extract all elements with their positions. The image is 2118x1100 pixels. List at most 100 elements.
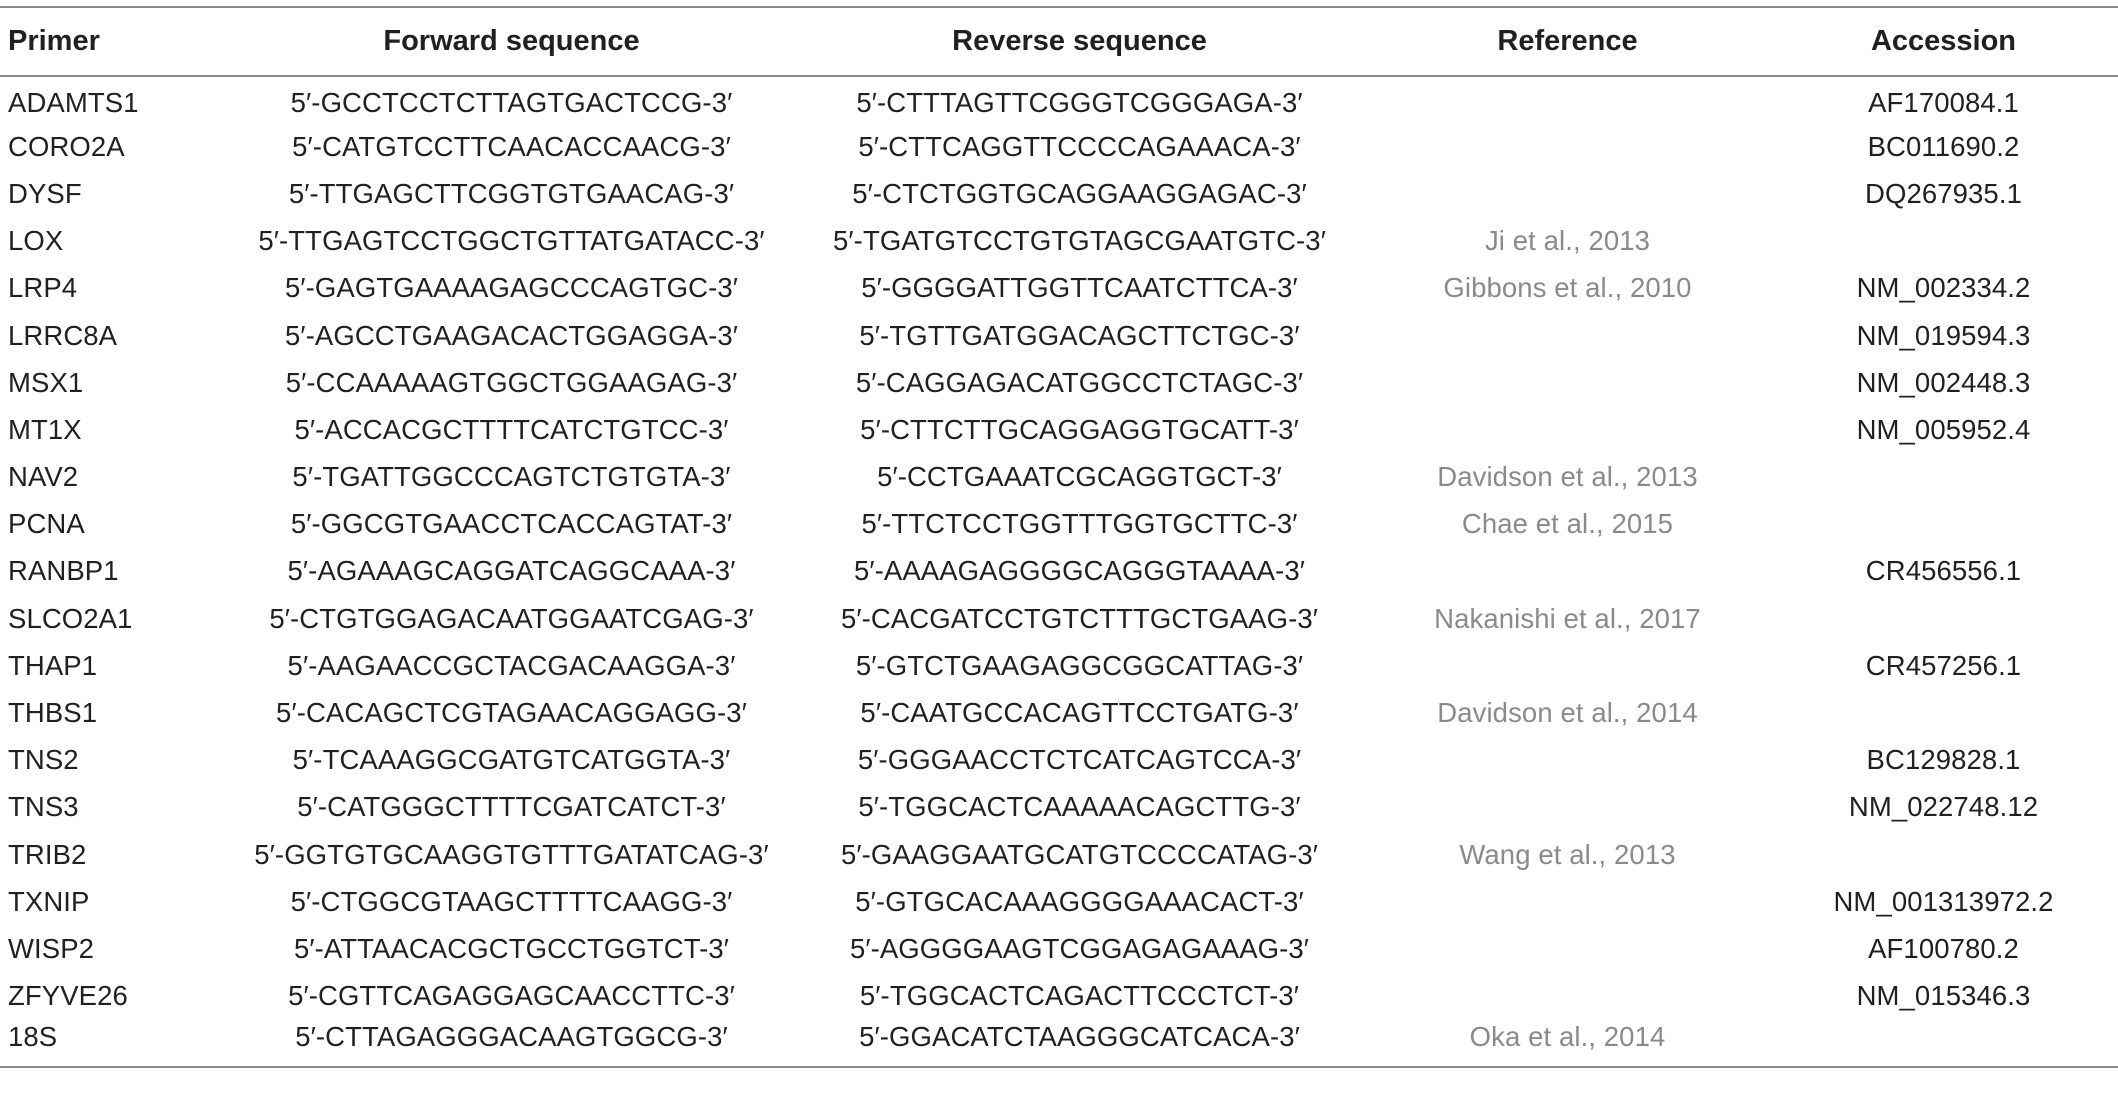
cell-reverse-sequence: 5′-CCTGAAATCGCAGGTGCT-3′ [877, 461, 1282, 493]
cell-reference [1366, 548, 1769, 595]
cell-forward-sequence: 5′-GAGTGAAAAGAGCCCAGTGC-3′ [285, 272, 738, 304]
table-row: RANBP1 5′-AGAAAGCAGGATCAGGCAAA-3′ 5′-AAAAG… [0, 548, 2118, 595]
header-primer: Primer [8, 25, 100, 57]
cell-reverse-sequence: 5′-TTCTCCTGGTTTGGTGCTTC-3′ [861, 508, 1298, 540]
cell-primer: LRRC8A [8, 319, 118, 351]
cell-primer: RANBP1 [8, 555, 119, 587]
cell-reverse-sequence: 5′-TGGCACTCAGACTTCCCTCT-3′ [859, 980, 1300, 1012]
cell-forward-sequence: 5′-AGCCTGAAGACACTGGAGGA-3′ [285, 319, 738, 351]
cell-reverse-sequence: 5′-CTTCAGGTTCCCCAGAAACA-3′ [858, 130, 1301, 162]
cell-accession: AF170084.1 [1868, 87, 2019, 119]
cell-accession: DQ267935.1 [1865, 177, 2022, 209]
cell-primer: THBS1 [8, 697, 98, 729]
cell-forward-sequence: 5′-TTGAGCTTCGGTGTGAACAG-3′ [288, 177, 735, 209]
cell-forward-sequence: 5′-CTTAGAGGGACAAGTGGCG-3′ [295, 1020, 728, 1052]
header-reference: Reference [1497, 25, 1638, 57]
cell-reverse-sequence: 5′-CTTCTTGCAGGAGGTGCATT-3′ [860, 413, 1299, 445]
cell-reference: Gibbons et al., 2010 [1443, 272, 1692, 304]
cell-reference: Davidson et al., 2014 [1437, 697, 1698, 729]
cell-forward-sequence: 5′-GGTGTGCAAGGTGTTTGATATCAG-3′ [254, 838, 769, 870]
cell-forward-sequence: 5′-GGCGTGAACCTCACCAGTAT-3′ [290, 508, 733, 540]
cell-forward-sequence: 5′-TGATTGGCCCAGTCTGTGTA-3′ [292, 461, 731, 493]
cell-reverse-sequence: 5′-CAATGCCACAGTTCCTGATG-3′ [860, 697, 1299, 729]
cell-primer: TXNIP [8, 885, 90, 917]
table-row: CORO2A 5′-CATGTCCTTCAACACCAACG-3′ 5′-CTTCA… [0, 123, 2118, 170]
cell-primer: LRP4 [8, 272, 78, 304]
cell-accession: NM_002334.2 [1856, 272, 2031, 304]
cell-forward-sequence: 5′-TCAAAGGCGATGTCATGGTA-3′ [292, 744, 731, 776]
cell-reference [1366, 406, 1769, 453]
cell-accession: CR456556.1 [1865, 555, 2022, 587]
cell-reference: Davidson et al., 2013 [1437, 461, 1698, 493]
cell-forward-sequence: 5′-AAGAACCGCTACGACAAGGA-3′ [287, 649, 736, 681]
cell-forward-sequence: 5′-ATTAACACGCTGCCTGGTCT-3′ [293, 932, 730, 964]
cell-accession [1769, 689, 2118, 736]
cell-forward-sequence: 5′-CATGGGCTTTTCGATCATCT-3′ [297, 791, 726, 823]
cell-forward-sequence: 5′-AGAAAGCAGGATCAGGCAAA-3′ [287, 555, 736, 587]
cell-reference: Chae et al., 2015 [1461, 508, 1674, 540]
cell-forward-sequence: 5′-CATGTCCTTCAACACCAACG-3′ [292, 130, 731, 162]
cell-accession: NM_002448.3 [1856, 366, 2031, 398]
table-row: TNS3 5′-CATGGGCTTTTCGATCATCT-3′ 5′-TGGCACT… [0, 784, 2118, 831]
cell-reverse-sequence: 5′-CACGATCCTGTCTTTGCTGAAG-3′ [840, 602, 1319, 634]
cell-reference: Ji et al., 2013 [1484, 225, 1651, 257]
cell-accession [1769, 1020, 2118, 1067]
cell-forward-sequence: 5′-TTGAGTCCTGGCTGTTATGATACC-3′ [258, 225, 765, 257]
cell-primer: ZFYVE26 [8, 980, 128, 1012]
cell-reverse-sequence: 5′-CTTTAGTTCGGGTCGGGAGA-3′ [856, 87, 1303, 119]
cell-reference [1366, 359, 1769, 406]
cell-accession: BC129828.1 [1866, 744, 2021, 776]
cell-forward-sequence: 5′-GCCTCCTCTTAGTGACTCCG-3′ [290, 87, 733, 119]
cell-forward-sequence: 5′-ACCACGCTTTTCATCTGTCC-3′ [294, 413, 729, 445]
cell-reverse-sequence: 5′-CTCTGGTGCAGGAAGGAGAC-3′ [852, 177, 1307, 209]
cell-primer: WISP2 [8, 932, 95, 964]
cell-forward-sequence: 5′-CTGGCGTAAGCTTTTCAAGG-3′ [290, 885, 733, 917]
cell-reference: Wang et al., 2013 [1459, 838, 1676, 870]
cell-forward-sequence: 5′-CCAAAAAGTGGCTGGAAGAG-3′ [285, 366, 738, 398]
cell-primer: NAV2 [8, 461, 79, 493]
header-forward-sequence: Forward sequence [383, 25, 640, 57]
cell-accession: NM_019594.3 [1856, 319, 2031, 351]
cell-primer: TNS3 [8, 791, 79, 823]
table-row: TXNIP 5′-CTGGCGTAAGCTTTTCAAGG-3′ 5′-GTGCAC… [0, 878, 2118, 925]
cell-reverse-sequence: 5′-TGGCACTCAAAAACAGCTTG-3′ [858, 791, 1301, 823]
cell-accession [1769, 595, 2118, 642]
cell-reference [1366, 973, 1769, 1020]
cell-primer: TRIB2 [8, 838, 87, 870]
cell-reverse-sequence: 5′-GGGAACCTCTCATCAGTCCA-3′ [857, 744, 1302, 776]
cell-reverse-sequence: 5′-AAAAGAGGGGCAGGGTAAAA-3′ [854, 555, 1305, 587]
cell-accession [1769, 218, 2118, 265]
cell-accession: BC011690.2 [1867, 130, 2020, 162]
primer-table: Primer Forward sequence Reverse sequence… [0, 6, 2118, 1068]
header-reverse-sequence: Reverse sequence [952, 25, 1207, 57]
cell-primer: SLCO2A1 [8, 602, 133, 634]
primer-table-container: Primer Forward sequence Reverse sequence… [0, 6, 2118, 1068]
table-row: TNS2 5′-TCAAAGGCGATGTCATGGTA-3′ 5′-GGGAACC… [0, 737, 2118, 784]
table-row: ADAMTS1 5′-GCCTCCTCTTAGTGACTCCG-3′ 5′-CTTT… [0, 76, 2118, 123]
cell-reference [1366, 737, 1769, 784]
cell-primer: TNS2 [8, 744, 79, 776]
cell-primer: PCNA [8, 508, 85, 540]
cell-reference: Oka et al., 2014 [1469, 1020, 1666, 1052]
cell-reference [1366, 312, 1769, 359]
cell-reverse-sequence: 5′-GGGGATTGGTTCAATCTTCA-3′ [861, 272, 1298, 304]
cell-accession [1769, 454, 2118, 501]
cell-primer: CORO2A [8, 130, 125, 162]
cell-accession: NM_001313972.2 [1833, 885, 2054, 917]
cell-accession: AF100780.2 [1868, 932, 2019, 964]
cell-primer: ADAMTS1 [8, 87, 139, 119]
cell-accession: NM_015346.3 [1856, 980, 2031, 1012]
cell-reverse-sequence: 5′-CAGGAGACATGGCCTCTAGC-3′ [855, 366, 1304, 398]
cell-primer: THAP1 [8, 649, 98, 681]
table-row: LRP4 5′-GAGTGAAAAGAGCCCAGTGC-3′ 5′-GGGGATT… [0, 265, 2118, 312]
cell-reverse-sequence: 5′-GTGCACAAAGGGGAAACACT-3′ [855, 885, 1304, 917]
table-header: Primer Forward sequence Reverse sequence… [0, 7, 2118, 76]
header-row: Primer Forward sequence Reverse sequence… [0, 7, 2118, 76]
